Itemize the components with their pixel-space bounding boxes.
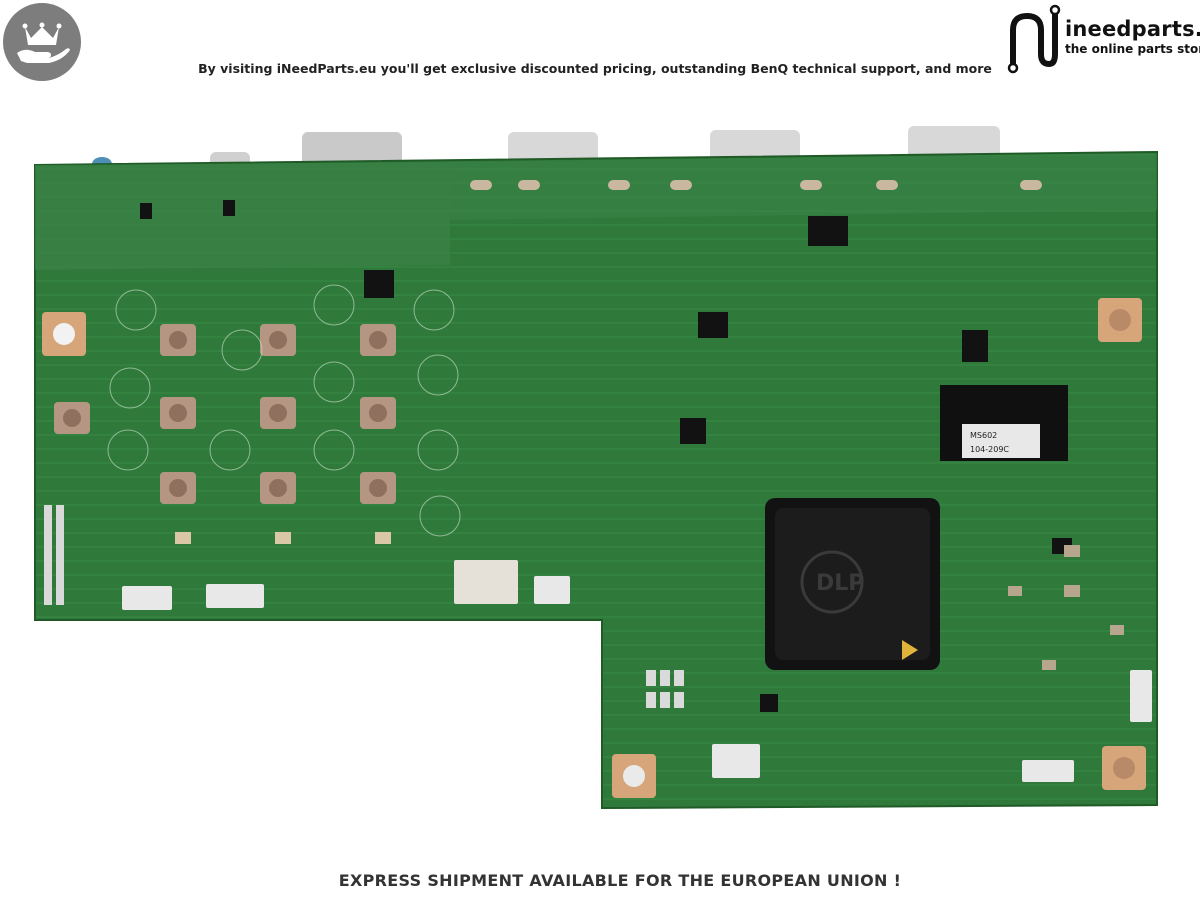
pcb-board-photo: DLP MS602 104-209C [30,120,1165,820]
logo-subtitle: the online parts store [1065,42,1200,56]
ineedparts-logo[interactable]: ineedparts.eu the online parts store [1003,4,1200,74]
logo-brand: ineedparts.eu [1065,17,1200,41]
chip-secondary-label-1: MS602 [970,431,997,440]
shipping-banner: EXPRESS SHIPMENT AVAILABLE FOR THE EUROP… [338,871,902,890]
chip-main-label: DLP [816,571,864,596]
pcb-board-image: DLP MS602 104-209C [34,126,1158,810]
plug-n-icon [1007,4,1061,74]
crown-badge [3,3,81,81]
chip-secondary-label-2: 104-209C [970,445,1009,454]
crown-on-hand-icon [17,22,70,63]
promo-tagline: By visiting iNeedParts.eu you'll get exc… [198,61,992,76]
